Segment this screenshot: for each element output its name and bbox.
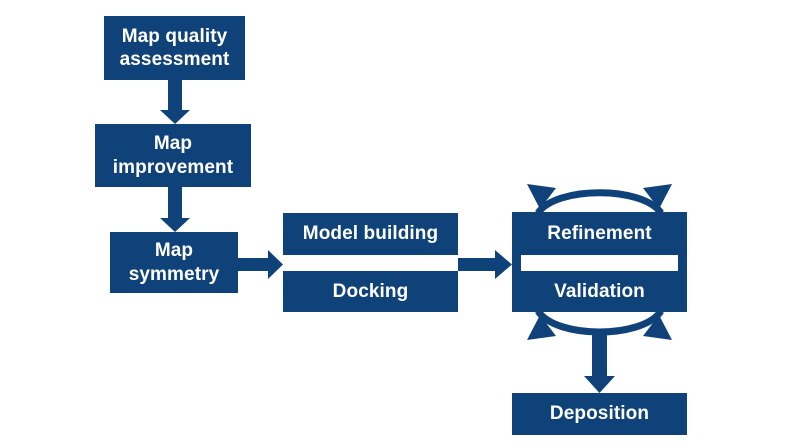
node-map-improvement-line1: Map: [153, 133, 193, 155]
arrow-map-quality-to-map-improvement: [160, 80, 190, 124]
node-map-symmetry[interactable]: Map symmetry: [110, 232, 238, 293]
node-map-quality-line1: Map quality: [121, 25, 228, 47]
cycle-arc-top: [535, 189, 664, 216]
arrow-map-improvement-to-map-symmetry: [160, 187, 190, 232]
node-map-improvement[interactable]: Map improvement: [95, 124, 251, 187]
node-map-symmetry-line2: symmetry: [128, 263, 220, 285]
node-docking-label: Docking: [332, 280, 409, 302]
node-deposition-label: Deposition: [549, 403, 650, 425]
node-map-quality-assessment[interactable]: Map quality assessment: [104, 16, 245, 80]
cycle-rail-left: [512, 255, 521, 271]
node-validation-label: Validation: [554, 280, 645, 302]
cycle-arc-top-arrowheads: [527, 184, 672, 209]
node-map-quality-line2: assessment: [119, 49, 230, 70]
node-deposition[interactable]: Deposition: [512, 393, 687, 435]
cycle-rail-right: [678, 255, 687, 271]
node-refinement-label: Refinement: [547, 222, 652, 244]
node-model-building[interactable]: Model building: [283, 213, 458, 255]
arrow-building-to-refinement: [458, 250, 512, 279]
arrow-cycle-to-deposition: [584, 330, 615, 393]
node-map-symmetry-line1: Map: [154, 240, 194, 262]
node-docking[interactable]: Docking: [283, 271, 458, 312]
node-map-improvement-line2: improvement: [112, 156, 234, 178]
cycle-arc-bottom: [535, 308, 664, 336]
cycle-arc-bottom-arrowheads: [527, 315, 672, 340]
arrow-map-symmetry-to-building: [238, 250, 283, 279]
node-refinement[interactable]: Refinement: [512, 212, 687, 255]
node-model-building-label: Model building: [302, 223, 439, 245]
node-validation[interactable]: Validation: [512, 271, 687, 312]
